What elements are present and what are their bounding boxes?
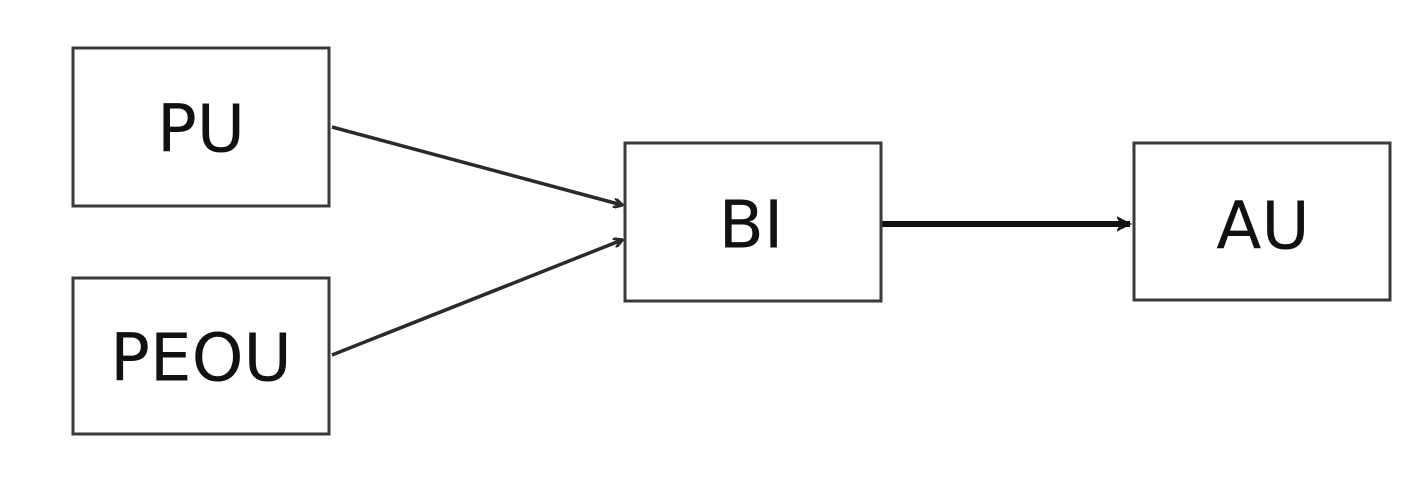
node-bi-label: BI — [719, 187, 784, 264]
node-pu-box — [71, 46, 331, 208]
node-bi-box — [623, 141, 883, 303]
node-peou-label: PEOU — [110, 320, 292, 397]
node-au: AU — [1132, 141, 1392, 302]
node-pu: PU — [71, 46, 331, 208]
edge-peou-to-bi — [331, 240, 622, 357]
edge-pu-to-bi — [331, 125, 622, 205]
node-au-label: AU — [1216, 188, 1309, 265]
node-bi: BI — [623, 141, 883, 303]
node-peou: PEOU — [71, 276, 331, 436]
node-peou-box — [71, 276, 331, 436]
node-pu-label: PU — [157, 91, 245, 168]
node-au-box — [1132, 141, 1392, 302]
